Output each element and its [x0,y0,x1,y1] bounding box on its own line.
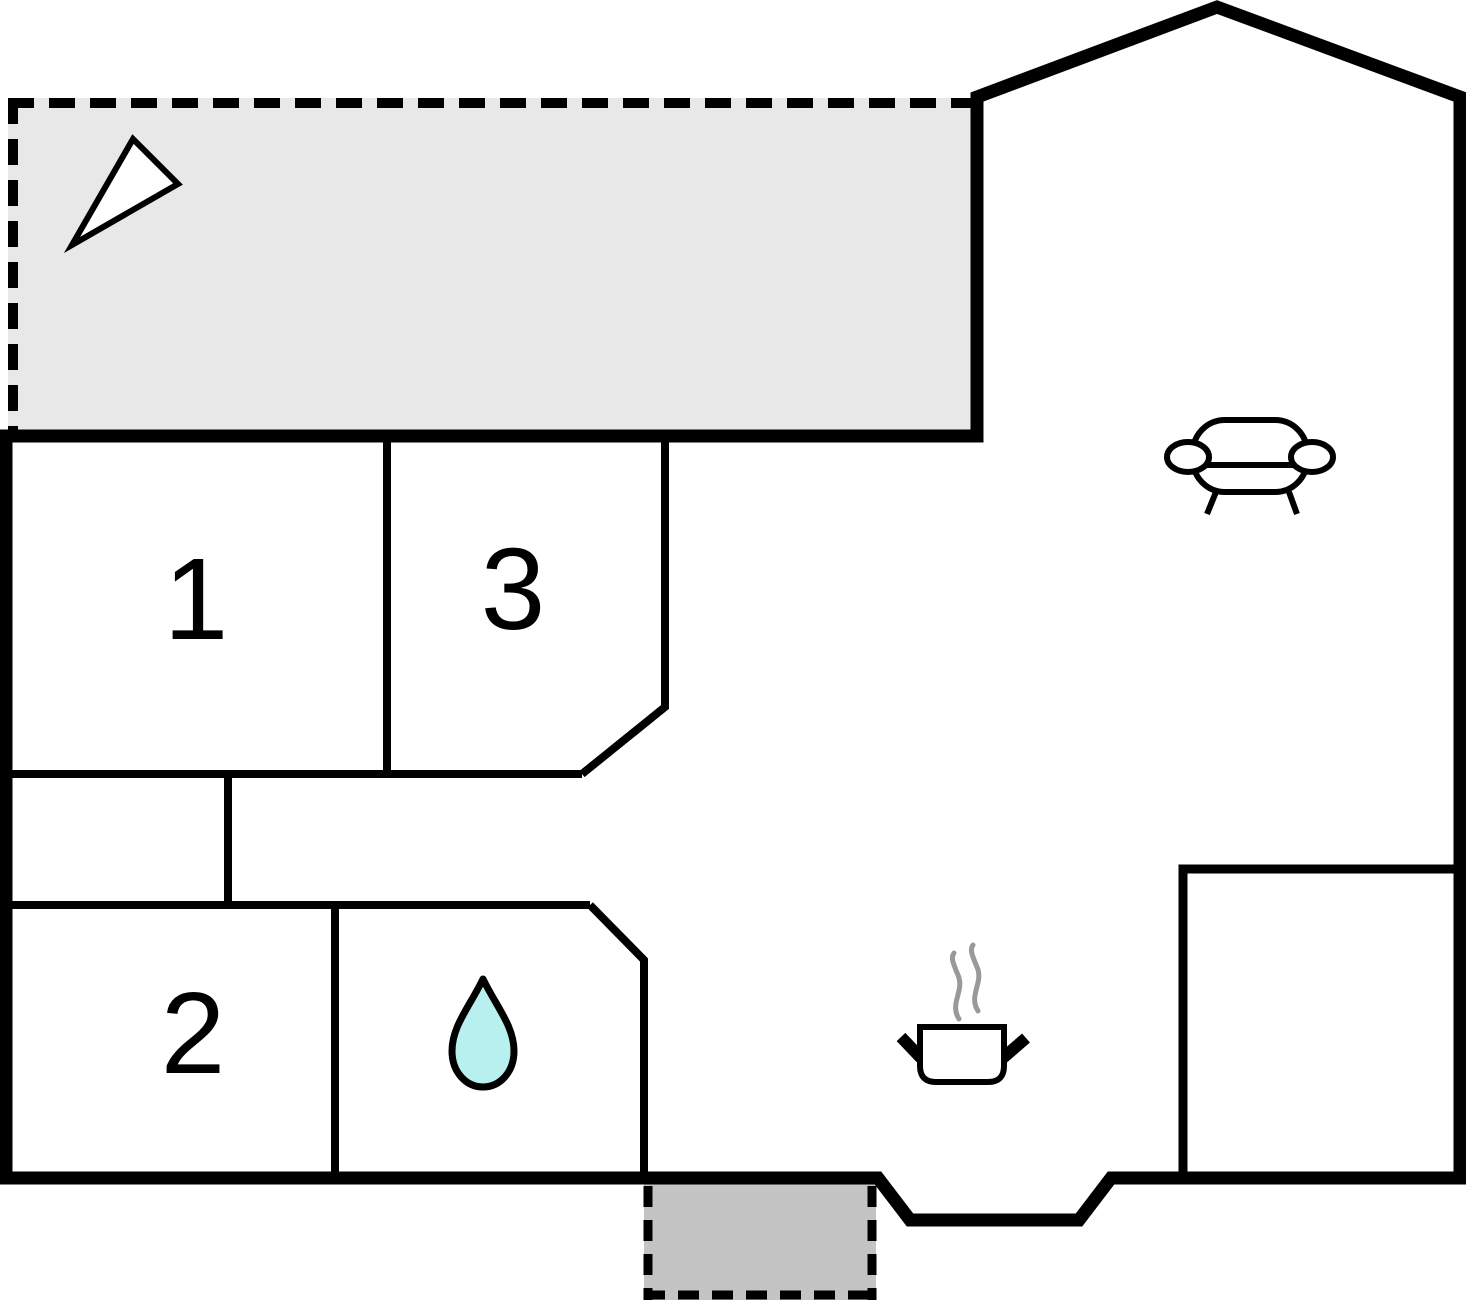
wall-storage-room [1178,864,1462,1182]
terrace-area [8,98,977,436]
room-2-label: 2 [161,968,226,1098]
water-drop-icon [448,975,518,1091]
sofa-armrest-right [1288,439,1336,475]
sofa-icon [1164,417,1336,516]
wall-room3-right-with-corner [579,432,669,778]
room-3-label: 3 [481,524,546,654]
north-arrow-icon [63,134,183,254]
kitchen-pot-group [896,942,1030,1085]
sofa-leg-left [1204,490,1219,516]
interior-walls [2,432,669,1178]
wall-bath-corner-right [587,902,648,1178]
steam-wave-left [949,950,963,1022]
sofa-armrest-left [1164,439,1212,475]
terrace-fill [8,98,977,436]
house-outline-wall [0,0,1466,1227]
room-1-label: 1 [164,534,229,664]
cooking-pot-icon [917,1024,1007,1085]
entrance-area [643,1178,877,1300]
sofa-leg-right [1286,490,1300,516]
entrance-fill [644,1178,876,1300]
steam-wave-right [968,942,982,1014]
steam-icon [949,942,982,1022]
